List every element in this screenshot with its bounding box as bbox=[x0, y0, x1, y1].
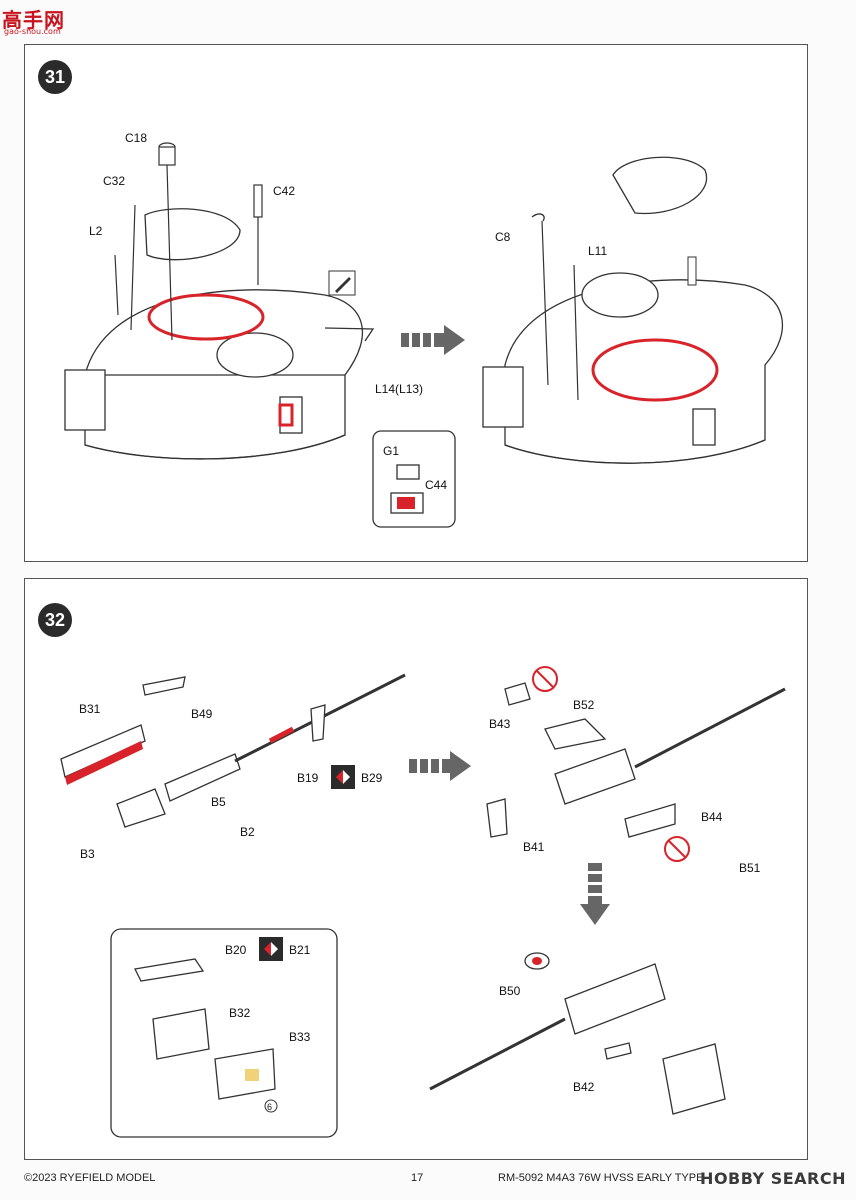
site-watermark-url: gao-shou.com bbox=[4, 27, 61, 36]
label-b2: B2 bbox=[240, 825, 255, 839]
decal-number: 6 bbox=[267, 1102, 272, 1112]
label-b21: B21 bbox=[289, 943, 311, 957]
label-c8: C8 bbox=[495, 230, 511, 244]
step-arrow-right bbox=[401, 325, 465, 355]
step-arrow-right-32 bbox=[409, 751, 471, 781]
step-arrow-down bbox=[580, 863, 610, 925]
hobby-search-watermark: HOBBY SEARCH bbox=[700, 1169, 846, 1188]
label-b20: B20 bbox=[225, 943, 247, 957]
label-b42: B42 bbox=[573, 1080, 595, 1094]
label-c42: C42 bbox=[273, 184, 295, 198]
swap-icon-b19-b29 bbox=[331, 765, 355, 789]
label-b43: B43 bbox=[489, 717, 511, 731]
label-b33: B33 bbox=[289, 1030, 311, 1044]
label-b32: B32 bbox=[229, 1006, 251, 1020]
label-b41: B41 bbox=[523, 840, 545, 854]
footer-page-number: 17 bbox=[411, 1172, 424, 1184]
label-b51: B51 bbox=[739, 861, 761, 875]
label-b3: B3 bbox=[80, 847, 95, 861]
swap-icon-b20-b21 bbox=[259, 937, 283, 961]
inset-ammo-box bbox=[110, 928, 338, 1138]
gun-assembly-right bbox=[486, 682, 786, 838]
step-32-badge: 32 bbox=[38, 603, 72, 637]
label-b31: B31 bbox=[79, 702, 101, 716]
gun-assembly-final bbox=[429, 952, 726, 1115]
label-l11: L11 bbox=[588, 244, 607, 258]
no-glue-icon-2 bbox=[664, 836, 690, 862]
label-b5: B5 bbox=[211, 795, 226, 809]
label-l14: L14(L13) bbox=[375, 382, 423, 396]
turret-left-drawing bbox=[64, 208, 375, 460]
part-c18-drawing bbox=[158, 142, 176, 341]
step-32-panel: 32 B31 B49 B19 B29 B5 B2 B3 bbox=[24, 578, 808, 1160]
label-c44: C44 bbox=[425, 478, 447, 492]
step-31-panel: 31 C18 C32 C42 L2 L14(L1 bbox=[24, 44, 808, 562]
label-l2: L2 bbox=[89, 224, 103, 238]
label-g1: G1 bbox=[383, 444, 399, 458]
bracket-highlight bbox=[278, 403, 294, 427]
hatch-ring-highlight-right bbox=[591, 338, 719, 402]
pencil-icon bbox=[328, 270, 356, 296]
step-31-diagram: C18 C32 C42 L2 L14(L13) G1 C44 bbox=[64, 131, 784, 528]
decal-area bbox=[245, 1069, 259, 1081]
site-watermark-logo: 高手网 bbox=[2, 8, 65, 32]
label-b52: B52 bbox=[573, 698, 595, 712]
step-32-diagram: B31 B49 B19 B29 B5 B2 B3 bbox=[60, 666, 786, 1138]
turret-right-drawing bbox=[482, 156, 784, 464]
footer-copyright: ©2023 RYEFIELD MODEL bbox=[24, 1172, 156, 1184]
step-31-badge: 31 bbox=[38, 60, 72, 94]
gun-assembly-left bbox=[60, 673, 406, 828]
label-c18: C18 bbox=[125, 131, 147, 145]
inset-g1-c44 bbox=[372, 430, 456, 528]
label-b19: B19 bbox=[297, 771, 319, 785]
hatch-ring-highlight bbox=[147, 293, 265, 341]
label-c32: C32 bbox=[103, 174, 125, 188]
part-c42-drawing bbox=[253, 184, 263, 285]
label-b44: B44 bbox=[701, 810, 723, 824]
no-glue-icon-1 bbox=[532, 666, 558, 692]
label-b50: B50 bbox=[499, 984, 521, 998]
label-b49: B49 bbox=[191, 707, 213, 721]
footer-product: RM-5092 M4A3 76W HVSS EARLY TYPE bbox=[498, 1172, 704, 1184]
label-b29: B29 bbox=[361, 771, 383, 785]
